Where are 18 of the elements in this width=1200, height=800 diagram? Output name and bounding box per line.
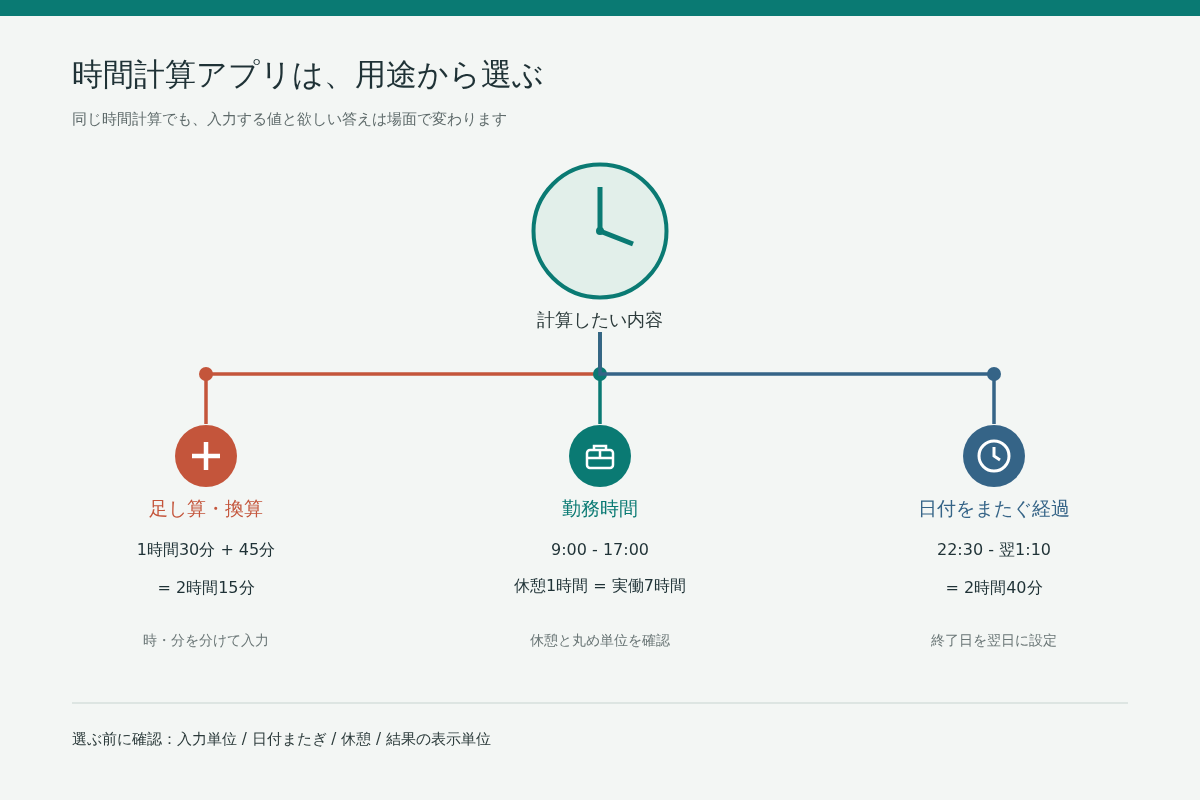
tip-text: 終了日を翌日に設定 bbox=[931, 632, 1057, 650]
category-heading: 足し算・換算 bbox=[149, 496, 263, 521]
example-text: 22:30 - 翌1:10 bbox=[937, 540, 1051, 561]
example-text: 1時間30分 + 45分 bbox=[136, 540, 276, 561]
tip-text: 時・分を分けて入力 bbox=[143, 632, 269, 650]
example-text: 9:00 - 17:00 bbox=[551, 540, 649, 559]
category-heading: 勤務時間 bbox=[562, 496, 638, 521]
subtitle: 同じ時間計算でも、入力する値と欲しい答えは場面で変わります bbox=[72, 110, 507, 129]
tip-text: 休憩と丸め単位を確認 bbox=[530, 632, 670, 650]
result-text: = 2時間40分 bbox=[945, 578, 1043, 599]
title: 時間計算アプリは、用途から選ぶ bbox=[72, 55, 544, 94]
node-label: 計算したい内容 bbox=[535, 308, 665, 332]
result-text: = 2時間15分 bbox=[157, 578, 255, 599]
branch-connector bbox=[598, 332, 1001, 424]
result-text: 休憩1時間 = 実働7時間 bbox=[514, 576, 686, 597]
footer-note: 選ぶ前に確認：入力単位 / 日付またぎ / 休憩 / 結果の表示単位 bbox=[72, 730, 491, 749]
header-band bbox=[0, 0, 1200, 16]
category-heading: 日付をまたぐ経過 bbox=[918, 496, 1070, 521]
